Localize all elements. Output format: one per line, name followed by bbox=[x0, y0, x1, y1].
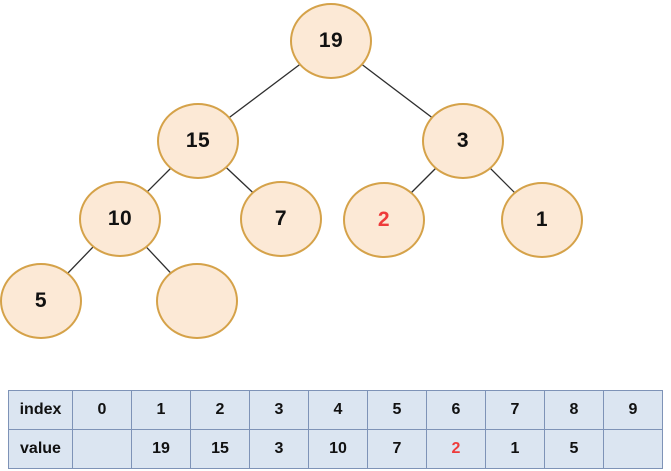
index-cell-9: 9 bbox=[603, 390, 663, 430]
index-row: index 0 1 2 3 4 5 6 7 8 9 bbox=[8, 390, 663, 430]
index-cell-3: 3 bbox=[249, 390, 309, 430]
value-cell-4: 10 bbox=[308, 429, 368, 469]
tree-node-label: 15 bbox=[185, 129, 211, 152]
index-cell-6: 6 bbox=[426, 390, 486, 430]
tree-node-label: 1 bbox=[535, 208, 549, 231]
index-cell-4: 4 bbox=[308, 390, 368, 430]
array-representation-table: index 0 1 2 3 4 5 6 7 8 9 value 19 15 3 … bbox=[8, 390, 663, 469]
tree-node-label: 19 bbox=[318, 29, 344, 52]
tree-node-7: 7 bbox=[240, 181, 322, 257]
index-cell-0: 0 bbox=[72, 390, 132, 430]
tree-node-empty bbox=[156, 263, 238, 339]
tree-node-3: 3 bbox=[422, 103, 504, 179]
index-row-label: index bbox=[8, 390, 73, 430]
tree-node-1: 1 bbox=[501, 182, 583, 258]
value-cell-3: 3 bbox=[249, 429, 309, 469]
value-row-label: value bbox=[8, 429, 73, 469]
value-cell-8: 5 bbox=[544, 429, 604, 469]
tree-node-10: 10 bbox=[79, 181, 161, 257]
tree-node-label: 3 bbox=[456, 129, 470, 152]
tree-node-label: 2 bbox=[377, 208, 391, 231]
index-cell-8: 8 bbox=[544, 390, 604, 430]
index-cell-7: 7 bbox=[485, 390, 545, 430]
value-row: value 19 15 3 10 7 2 1 5 bbox=[8, 429, 663, 469]
tree-node-label: 7 bbox=[274, 207, 288, 230]
value-cell-7: 1 bbox=[485, 429, 545, 469]
index-cell-1: 1 bbox=[131, 390, 191, 430]
tree-node-2: 2 bbox=[343, 182, 425, 258]
value-cell-6: 2 bbox=[426, 429, 486, 469]
tree-node-15: 15 bbox=[157, 103, 239, 179]
tree-node-19: 19 bbox=[290, 3, 372, 79]
value-cell-1: 19 bbox=[131, 429, 191, 469]
index-cell-2: 2 bbox=[190, 390, 250, 430]
value-cell-9 bbox=[603, 429, 663, 469]
tree-node-label: 10 bbox=[107, 207, 133, 230]
tree-node-label: 5 bbox=[34, 289, 48, 312]
value-cell-5: 7 bbox=[367, 429, 427, 469]
index-cell-5: 5 bbox=[367, 390, 427, 430]
value-cell-2: 15 bbox=[190, 429, 250, 469]
tree-node-5: 5 bbox=[0, 263, 82, 339]
value-cell-0 bbox=[72, 429, 132, 469]
